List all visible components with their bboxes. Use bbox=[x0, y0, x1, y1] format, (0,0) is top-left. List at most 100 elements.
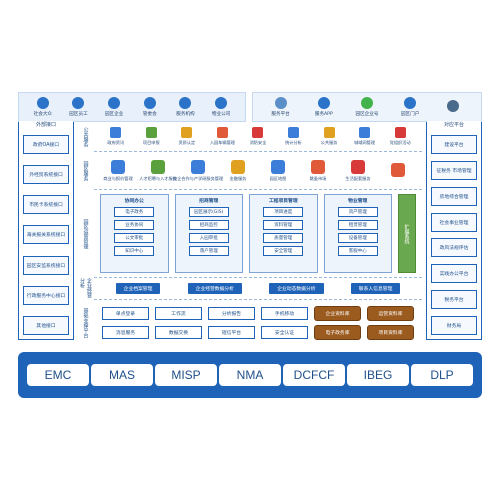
analysis-item[interactable]: 企业档案管理 bbox=[115, 283, 161, 294]
user-label: 服务机构 bbox=[176, 112, 195, 117]
infrastructure-module[interactable]: EMC bbox=[27, 364, 89, 386]
module-function[interactable]: 园区展示(GIS) bbox=[188, 207, 229, 217]
user-item[interactable]: 园区员工 bbox=[63, 97, 93, 117]
platform-item[interactable]: 财务局 bbox=[431, 315, 477, 335]
user-label: 园区门户 bbox=[400, 112, 420, 117]
module-function[interactable]: 租赁管理 bbox=[337, 220, 378, 230]
module-function[interactable]: 业务协同 bbox=[114, 220, 155, 230]
module-function[interactable]: 项目进度 bbox=[263, 207, 304, 217]
platform-item[interactable]: 政风法规评估 bbox=[431, 238, 477, 258]
module-title: 物业管理 bbox=[348, 199, 368, 204]
service-item[interactable]: 公共服务 bbox=[315, 127, 343, 146]
support-platform-layer: 基础支撑平台 单点登录消息服务 工作流数据交换 分析报告短信平台 手机移动安全认… bbox=[78, 300, 422, 346]
support-item[interactable]: 数据交换 bbox=[155, 326, 202, 339]
service-label: 跳蚤市场 bbox=[309, 175, 327, 181]
module-function[interactable]: 客服中心 bbox=[337, 246, 378, 256]
interface-item[interactable]: 外经贸系统接口 bbox=[23, 165, 69, 185]
service-item[interactable]: 校企合作与产学研服务管理 bbox=[173, 159, 223, 182]
module-title: 协同办公 bbox=[124, 199, 144, 204]
panel-title: 对应平台 bbox=[427, 121, 481, 128]
database-item[interactable]: 项目资料库 bbox=[367, 325, 414, 340]
user-item[interactable]: 园区门户 bbox=[395, 97, 425, 117]
service-item[interactable]: 党组织活动 bbox=[386, 127, 414, 146]
expand-system[interactable]: 扩展系统 bbox=[398, 194, 416, 273]
user-item[interactable]: 服务机构 bbox=[170, 97, 200, 117]
service-item[interactable]: 金融服务 bbox=[224, 159, 252, 182]
service-item[interactable]: 商业与报价管理 bbox=[103, 159, 133, 182]
user-item[interactable]: 园区企业 bbox=[99, 97, 129, 117]
service-label: 入园车辆管理 bbox=[209, 140, 235, 145]
database-item[interactable]: 电子政务库 bbox=[314, 325, 361, 340]
interface-item[interactable]: 行政服务中心接口 bbox=[23, 285, 69, 305]
module-function[interactable]: 资产管理 bbox=[337, 207, 378, 217]
infrastructure-module[interactable]: MAS bbox=[91, 364, 153, 386]
module-function[interactable]: 入园审批 bbox=[188, 233, 229, 243]
service-item[interactable]: 项目申报 bbox=[137, 127, 165, 146]
related-platforms-panel: 对应平台 建设平台征税务 市场管理房地综合管理社会事业管理政风法规评估实践办公平… bbox=[426, 121, 482, 340]
service-item[interactable]: 城域网管理 bbox=[351, 127, 379, 146]
service-label: 项目申报 bbox=[142, 140, 160, 145]
service-item[interactable]: 人才招聘与入才服务 bbox=[139, 159, 177, 182]
platform-item[interactable]: 建设平台 bbox=[431, 135, 477, 154]
support-item[interactable]: 工作流 bbox=[155, 307, 202, 320]
user-item[interactable]: 社会大众 bbox=[28, 97, 58, 117]
layer-label: 基础支撑平台 bbox=[82, 308, 89, 338]
support-item[interactable]: 消息服务 bbox=[102, 326, 149, 339]
infrastructure-module[interactable]: DCFCF bbox=[283, 364, 345, 386]
user-item[interactable]: 管委会 bbox=[135, 97, 165, 117]
management-module: 招商管理园区展示(GIS)招商监控入园审批落户管理 bbox=[174, 194, 243, 273]
infrastructure-module[interactable]: NMA bbox=[219, 364, 281, 386]
service-item[interactable]: 园区地图 bbox=[264, 159, 292, 182]
platform-item[interactable]: 社会事业管理 bbox=[431, 212, 477, 232]
module-function[interactable]: 知识中心 bbox=[114, 246, 155, 256]
platform-item[interactable]: 房地综合管理 bbox=[431, 186, 477, 206]
module-function[interactable]: 电子政务 bbox=[114, 207, 155, 217]
infrastructure-module[interactable]: IBEG bbox=[347, 364, 409, 386]
platform-item[interactable]: 实践办公平台 bbox=[431, 264, 477, 284]
analysis-item[interactable]: 企业经营数据分析 bbox=[187, 283, 242, 294]
platform-item[interactable]: 征税务 市场管理 bbox=[431, 160, 477, 180]
module-function[interactable]: 设备管理 bbox=[337, 233, 378, 243]
interface-item[interactable]: 政府OA接口 bbox=[23, 135, 69, 154]
interface-item[interactable]: 其他接口 bbox=[23, 315, 69, 335]
service-item[interactable]: 消防安全 bbox=[244, 127, 272, 146]
service-item[interactable] bbox=[384, 162, 412, 179]
support-item[interactable]: 安全认证 bbox=[261, 326, 308, 339]
support-item[interactable]: 分析报告 bbox=[208, 307, 255, 320]
module-function[interactable]: 招商监控 bbox=[188, 220, 229, 230]
service-item[interactable]: 资质认定 bbox=[173, 127, 201, 146]
interface-item[interactable]: 海关报关系统接口 bbox=[23, 225, 69, 245]
user-label: 服务平台 bbox=[271, 112, 290, 117]
infrastructure-module[interactable]: MISP bbox=[155, 364, 217, 386]
user-item[interactable]: 园区企业号 bbox=[352, 97, 382, 117]
module-function[interactable]: 质量管理 bbox=[263, 233, 304, 243]
service-item[interactable]: 生活配套服务 bbox=[344, 159, 372, 182]
analysis-item[interactable]: 企业动态数据分析 bbox=[269, 283, 324, 294]
service-item[interactable]: 入园车辆管理 bbox=[208, 127, 236, 146]
database-item[interactable]: 企业资料库 bbox=[314, 306, 361, 321]
user-item[interactable]: 物业公司 bbox=[206, 97, 236, 117]
service-item[interactable]: 统计分析 bbox=[280, 127, 308, 146]
module-function[interactable]: 资料管理 bbox=[263, 220, 304, 230]
support-item[interactable]: 短信平台 bbox=[208, 326, 255, 339]
enterprise-analysis-layer: 企业经营分析 企业档案管理企业经营数据分析企业动态数据分析联系人信息管理 bbox=[78, 278, 422, 300]
module-function[interactable]: 安全管理 bbox=[263, 246, 304, 256]
interface-item[interactable]: 园区安监系统接口 bbox=[23, 255, 69, 275]
platform-item[interactable]: 税务平台 bbox=[431, 290, 477, 310]
interface-item[interactable]: 市民卡系统接口 bbox=[23, 195, 69, 215]
user-item[interactable] bbox=[438, 100, 468, 114]
infrastructure-module[interactable]: DLP bbox=[411, 364, 473, 386]
service-icon bbox=[145, 127, 157, 138]
service-item[interactable]: 跳蚤市场 bbox=[304, 159, 332, 182]
module-function[interactable]: 落户管理 bbox=[188, 246, 229, 256]
service-item[interactable]: 政府资讯 bbox=[102, 127, 130, 146]
support-item[interactable]: 单点登录 bbox=[102, 307, 149, 320]
analysis-item[interactable]: 联系人信息管理 bbox=[350, 283, 401, 294]
database-item[interactable]: 运营资料库 bbox=[367, 306, 414, 321]
user-item[interactable]: 服务平台 bbox=[266, 97, 296, 117]
support-item[interactable]: 手机移动 bbox=[261, 307, 308, 320]
user-item[interactable]: 服务APP bbox=[309, 97, 339, 117]
module-function[interactable]: 公文审批 bbox=[114, 233, 155, 243]
service-icon bbox=[111, 159, 125, 174]
user-label: 社会大众 bbox=[33, 112, 53, 117]
